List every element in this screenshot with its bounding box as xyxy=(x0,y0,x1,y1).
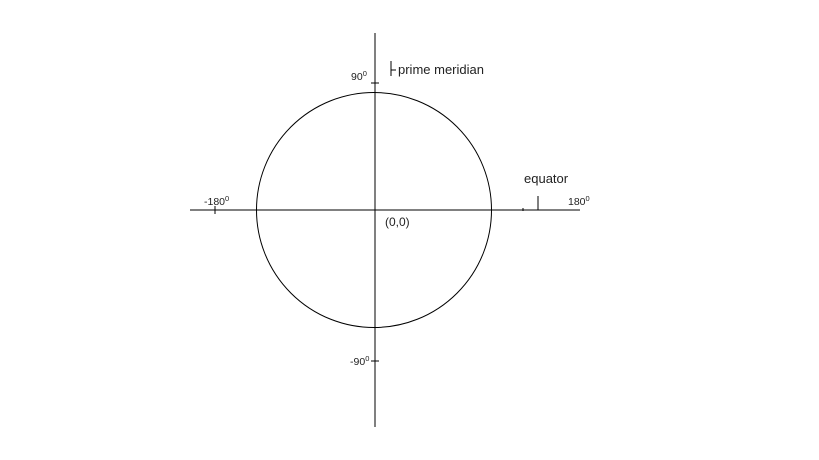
origin-label: (0,0) xyxy=(385,215,410,229)
globe-circle xyxy=(256,92,492,328)
west-label: -1800 xyxy=(204,194,229,208)
prime-meridian-label: prime meridian xyxy=(398,62,484,77)
south-label: -900 xyxy=(350,354,369,368)
east-label: 1800 xyxy=(568,194,590,208)
equator-label: equator xyxy=(524,171,569,186)
north-label: 900 xyxy=(351,69,367,83)
